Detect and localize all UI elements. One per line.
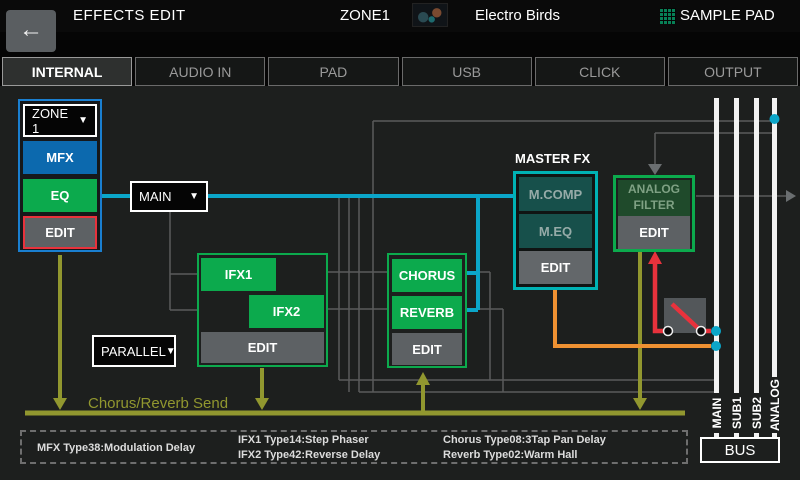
master-fx-block: M.COMP M.EQ EDIT (513, 171, 598, 290)
ifx-edit-button[interactable]: EDIT (201, 332, 324, 363)
send-label: Chorus/Reverb Send (88, 395, 229, 412)
tab-pad[interactable]: PAD (268, 57, 399, 86)
patch-name: Electro Birds (475, 7, 561, 24)
mcomp-button[interactable]: M.COMP (519, 177, 592, 211)
zone-block: ZONE 1 ▼ MFX EQ EDIT (18, 99, 102, 252)
ifx-block: IFX1 IFX2 EDIT (197, 253, 328, 367)
bus-connection-dots (711, 114, 780, 351)
switch-contacts (662, 325, 707, 337)
routing-diagram-area: ZONE 1 ▼ MFX EQ EDIT MAIN ▼ PARALLEL ▼ I… (0, 86, 800, 480)
analog-filter-edit-button[interactable]: EDIT (618, 216, 690, 249)
master-fx-edit-button[interactable]: EDIT (519, 251, 592, 284)
ifx2-button[interactable]: IFX2 (249, 295, 324, 328)
meq-button[interactable]: M.EQ (519, 214, 592, 248)
header-bar: EFFECTS EDIT ZONE1 Electro Birds SAMPLE … (0, 0, 800, 32)
status-mfx-type: MFX Type38:Modulation Delay (37, 442, 196, 454)
zone-selector-value: ZONE 1 (32, 105, 69, 136)
structure-selector-value: PARALLEL (101, 343, 166, 359)
bus-channel-analog: ANALOG (767, 377, 783, 433)
eq-button[interactable]: EQ (23, 179, 97, 212)
tab-audio-in[interactable]: AUDIO IN (135, 57, 266, 86)
status-ifx2-type: IFX2 Type42:Reverse Delay (238, 449, 381, 461)
chevron-down-icon: ▼ (189, 191, 199, 202)
reverb-button[interactable]: REVERB (392, 296, 462, 329)
status-chorus-type: Chorus Type08:3Tap Pan Delay (443, 434, 606, 446)
chorus-button[interactable]: CHORUS (392, 259, 462, 292)
chorus-reverb-edit-button[interactable]: EDIT (392, 333, 462, 365)
sample-pad-grid-icon (660, 8, 676, 24)
status-ifx1-type: IFX1 Type14:Step Phaser (238, 434, 369, 446)
analog-path (652, 261, 711, 334)
page-title: EFFECTS EDIT (73, 7, 186, 24)
tab-output[interactable]: OUTPUT (667, 57, 799, 86)
status-reverb-type: Reverb Type02:Warm Hall (443, 449, 578, 461)
bus-channel-main: MAIN (709, 393, 725, 433)
output-selector-value: MAIN (139, 189, 172, 204)
chevron-down-icon: ▼ (78, 115, 88, 126)
patch-thumbnail (412, 3, 448, 27)
analog-arrowhead (648, 251, 662, 264)
bus-box: BUS (700, 437, 780, 463)
zone-edit-button[interactable]: EDIT (23, 216, 97, 249)
chorus-reverb-block: CHORUS REVERB EDIT (387, 253, 467, 368)
fx-type-status-bar: MFX Type38:Modulation Delay IFX1 Type14:… (20, 430, 688, 464)
tab-usb[interactable]: USB (401, 57, 532, 86)
zone-selector[interactable]: ZONE 1 ▼ (23, 104, 97, 137)
structure-selector[interactable]: PARALLEL ▼ (92, 335, 176, 367)
zone-indicator: ZONE1 (340, 7, 391, 24)
output-selector[interactable]: MAIN ▼ (130, 181, 208, 212)
ifx1-button[interactable]: IFX1 (201, 258, 276, 291)
tab-bar: INTERNAL AUDIO IN PAD USB CLICK OUTPUT (0, 57, 800, 86)
analog-filter-block: ANALOG FILTER EDIT (613, 175, 695, 252)
tab-click[interactable]: CLICK (534, 57, 665, 86)
mfx-button[interactable]: MFX (23, 141, 97, 174)
chevron-down-icon: ▼ (165, 345, 176, 357)
bus-lines (714, 98, 777, 437)
tab-internal[interactable]: INTERNAL (2, 57, 133, 86)
master-fx-path (553, 288, 711, 348)
analog-filter-label: ANALOG FILTER (618, 180, 690, 216)
back-button[interactable]: ← (6, 10, 56, 52)
master-fx-title: MASTER FX (515, 151, 591, 166)
mode-indicator: SAMPLE PAD (680, 7, 775, 24)
analog-switch-box[interactable] (664, 298, 706, 333)
bus-channel-sub1: SUB1 (729, 393, 745, 433)
bus-channel-sub2: SUB2 (749, 393, 765, 433)
